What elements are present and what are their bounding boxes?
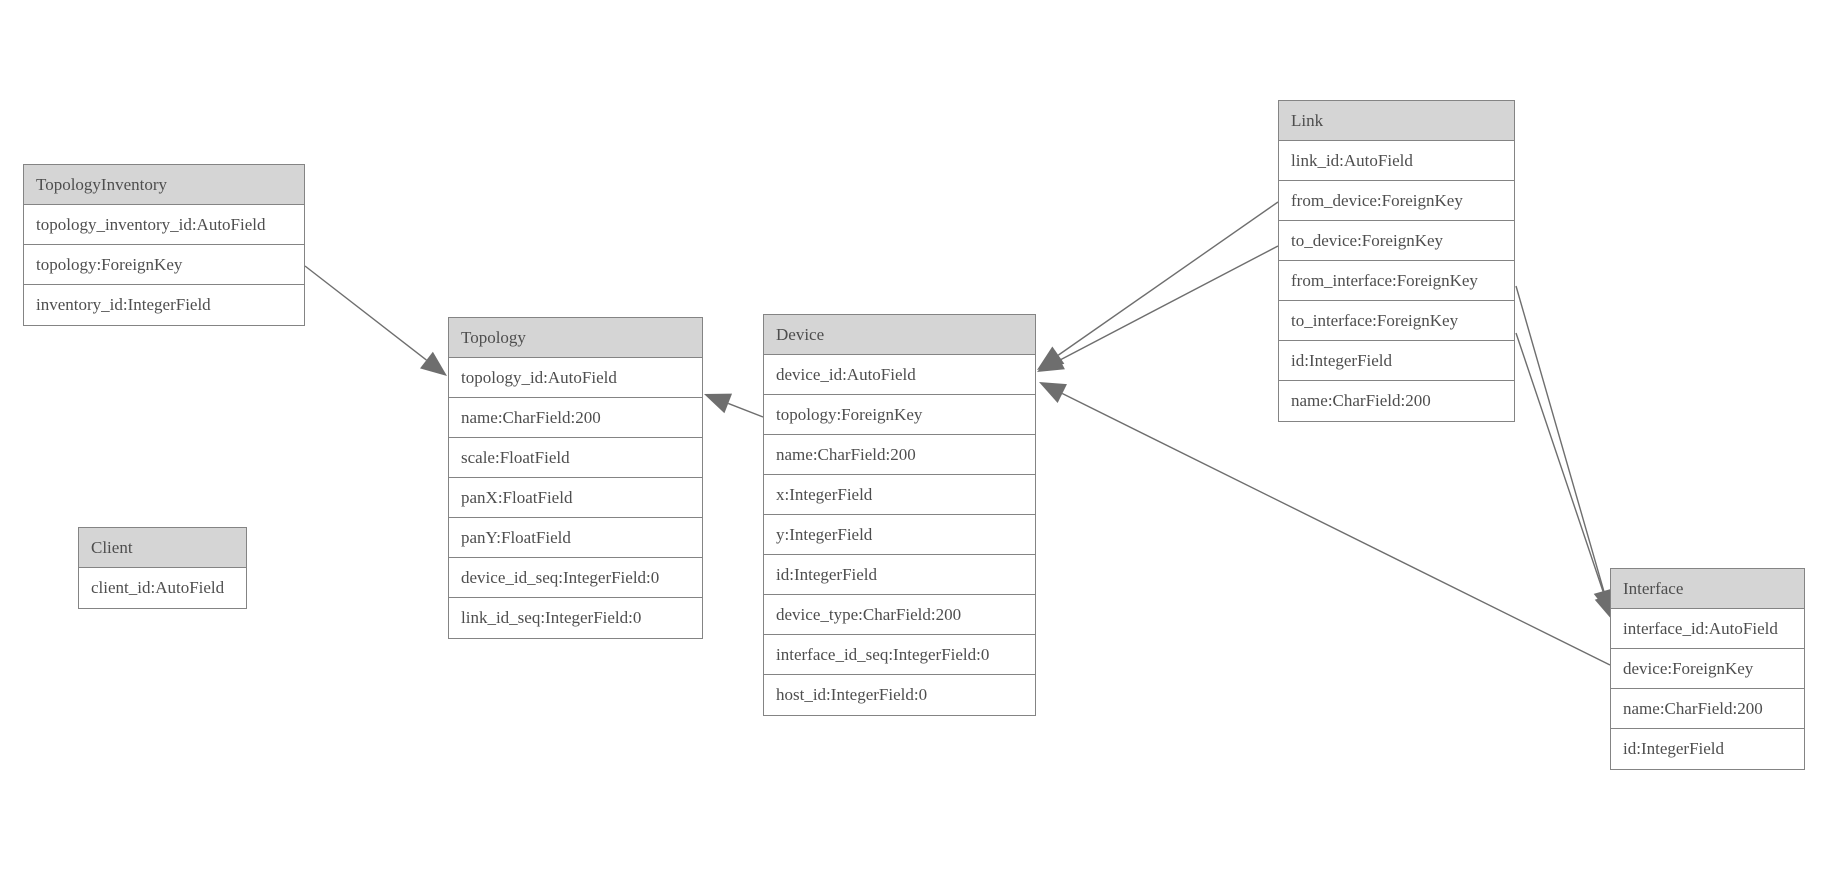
entity-field: device_id_seq:IntegerField:0 [449,558,702,598]
entity-field: id:IntegerField [1611,729,1804,769]
link-to_device-device-arrow [1037,245,1279,372]
entity-field: topology_id:AutoField [449,358,702,398]
entity-field: to_interface:ForeignKey [1279,301,1514,341]
entity-title: Topology [449,318,702,358]
arrowhead-icon [1039,382,1067,403]
entity-field: id:IntegerField [1279,341,1514,381]
entity-title: Device [764,315,1035,355]
link-from_interface-interface-arrow [1515,285,1614,616]
entity-field: id:IntegerField [764,555,1035,595]
entity-field: link_id:AutoField [1279,141,1514,181]
entity-field: topology_inventory_id:AutoField [24,205,304,245]
arrowhead-icon [1037,350,1065,372]
entity-field: name:CharField:200 [1611,689,1804,729]
arrowhead-icon [420,351,447,376]
entity-field: device_id:AutoField [764,355,1035,395]
entity-field: scale:FloatField [449,438,702,478]
entity-field: client_id:AutoField [79,568,246,608]
entity-field: y:IntegerField [764,515,1035,555]
entity-field: x:IntegerField [764,475,1035,515]
entity-field: from_device:ForeignKey [1279,181,1514,221]
entity-field: to_device:ForeignKey [1279,221,1514,261]
entity-title: Link [1279,101,1514,141]
entity-title: Client [79,528,246,568]
entity-field: host_id:IntegerField:0 [764,675,1035,715]
entity-field: panX:FloatField [449,478,702,518]
entity-field: name:CharField:200 [764,435,1035,475]
entity-field: topology:ForeignKey [764,395,1035,435]
entity-title: Interface [1611,569,1804,609]
topology_inventory-topology-arrow [304,265,447,376]
link-from_device-device-arrow [1037,201,1279,370]
entity-field: name:CharField:200 [449,398,702,438]
arrowhead-icon [1594,593,1615,621]
entity-field: interface_id_seq:IntegerField:0 [764,635,1035,675]
interface-device-arrow [1039,382,1611,666]
entity-field: topology:ForeignKey [24,245,304,285]
entity-field: device_type:CharField:200 [764,595,1035,635]
entity-field: inventory_id:IntegerField [24,285,304,325]
entity-field: interface_id:AutoField [1611,609,1804,649]
entity-title: TopologyInventory [24,165,304,205]
entity-field: from_interface:ForeignKey [1279,261,1514,301]
device-topology-arrow [704,393,764,418]
entity-field: name:CharField:200 [1279,381,1514,421]
entity-field: panY:FloatField [449,518,702,558]
entity-field: device:ForeignKey [1611,649,1804,689]
arrowhead-icon [704,393,733,414]
entity-field: link_id_seq:IntegerField:0 [449,598,702,638]
link-to_interface-interface-arrow [1515,332,1615,621]
